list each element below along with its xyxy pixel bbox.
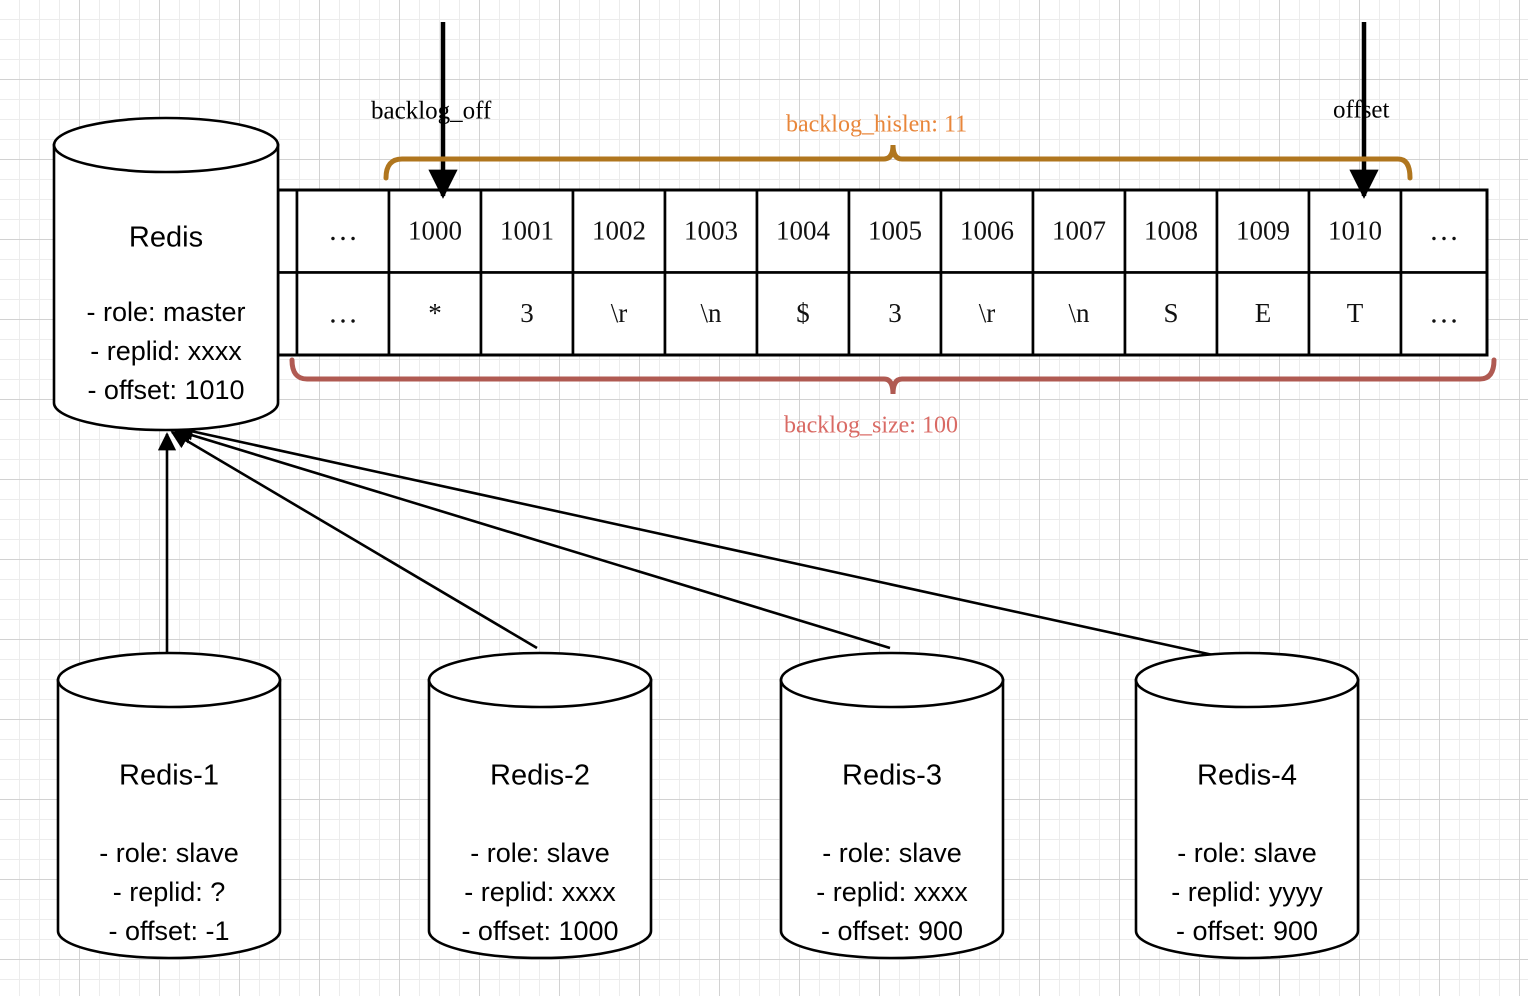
slave-node-redis-4: Redis-4 - role: slave - replid: yyyy - offs… [1134, 651, 1360, 960]
backlog-offset-value: 1002 [592, 215, 646, 245]
node-detail-line: - offset: 1010 [87, 375, 244, 405]
backlog-hislen-brace [383, 144, 1413, 181]
backlog-offset-cell [847, 188, 943, 274]
backlog-offset-value: 1005 [868, 215, 922, 245]
cylinder-body [427, 678, 653, 960]
backlog-hislen-label: backlog_hislen: 11 [786, 112, 967, 138]
backlog-offset-value: 1007 [1052, 215, 1106, 245]
node-detail-line: - replid: xxxx [816, 877, 968, 907]
backlog-offset-value: 1010 [1328, 215, 1382, 245]
backlog-offset-cell [1031, 188, 1127, 274]
backlog-byte-value: \r [611, 298, 628, 328]
cylinder-top [779, 651, 1005, 709]
backlog-offset-value: 1008 [1144, 215, 1198, 245]
backlog-byte-cell [847, 271, 943, 357]
backlog-byte-value: … [328, 297, 358, 330]
node-detail-line: - replid: ? [113, 877, 226, 907]
cylinder-top [56, 651, 282, 709]
cylinder-top [1134, 651, 1360, 709]
backlog-byte-cell [479, 271, 575, 357]
node-detail-line: - replid: xxxx [90, 336, 242, 366]
node-detail-line: - replid: yyyy [1171, 877, 1323, 907]
cylinder-body [779, 678, 1005, 960]
slave-node-redis-2: Redis-2 - role: slave - replid: xxxx - offs… [427, 651, 653, 960]
slave-node-redis-1: Redis-1 - role: slave - replid: ? - offset:… [56, 651, 282, 960]
node-detail-line: - role: slave [1177, 838, 1317, 868]
node-detail-line: - role: master [86, 297, 245, 327]
offset-label: offset [1333, 97, 1390, 124]
backlog-off-label: backlog_off [371, 98, 492, 125]
backlog-byte-value: … [1429, 297, 1459, 330]
cylinder-body [1134, 678, 1360, 960]
backlog-byte-cell [1123, 271, 1219, 357]
backlog-offset-value: … [328, 214, 358, 247]
backlog-offset-cell [479, 188, 575, 274]
node-detail-line: - role: slave [822, 838, 962, 868]
node-title: Redis-4 [1197, 760, 1297, 792]
backlog-offset-value: 1003 [684, 215, 738, 245]
cylinder-top [427, 651, 653, 709]
backlog-byte-value: \n [700, 298, 722, 328]
backlog-size-label: backlog_size: 100 [784, 413, 958, 439]
backlog-byte-cell [387, 271, 483, 357]
backlog-offset-cell [663, 188, 759, 274]
node-title: Redis-2 [490, 760, 590, 792]
node-title: Redis-3 [842, 760, 942, 792]
node-detail-line: - offset: 900 [821, 916, 963, 946]
backlog-byte-value: T [1347, 298, 1364, 328]
backlog-byte-value: $ [796, 298, 810, 328]
backlog-byte-value: S [1163, 298, 1178, 328]
backlog-size-brace [289, 357, 1497, 395]
backlog-offset-value: 1009 [1236, 215, 1290, 245]
node-title: Redis [129, 222, 203, 254]
node-detail-line: - role: slave [470, 838, 610, 868]
backlog-byte-value: 3 [520, 298, 534, 328]
backlog-byte-cell [1031, 271, 1127, 357]
backlog-byte-value: 3 [888, 298, 902, 328]
cylinder-top [52, 116, 280, 174]
arrow-redis-3-to-master [173, 426, 891, 650]
backlog-byte-value: \n [1068, 298, 1090, 328]
backlog-byte-value: E [1255, 298, 1272, 328]
node-detail-line: - offset: 1000 [461, 916, 618, 946]
backlog-byte-cell [295, 271, 391, 357]
backlog-byte-value: * [428, 298, 442, 328]
arrow-redis-2-to-master [170, 430, 538, 650]
arrow-redis-4-to-master [175, 422, 1246, 664]
node-detail-line: - offset: 900 [1176, 916, 1318, 946]
node-detail-line: - offset: -1 [108, 916, 229, 946]
node-title: Redis-1 [119, 760, 219, 792]
backlog-byte-cell [663, 271, 759, 357]
backlog-offset-value: 1000 [408, 215, 462, 245]
node-detail-line: - replid: xxxx [464, 877, 616, 907]
backlog-byte-value: \r [979, 298, 996, 328]
slave-node-redis-3: Redis-3 - role: slave - replid: xxxx - offs… [779, 651, 1005, 960]
cylinder-body [52, 143, 280, 432]
backlog-offset-value: 1001 [500, 215, 554, 245]
cylinder-body [56, 678, 282, 960]
backlog-offset-cell [1399, 188, 1489, 274]
master-node-redis: Redis - role: master - replid: xxxx - offse… [52, 116, 280, 432]
backlog-offset-value: 1004 [776, 215, 831, 245]
backlog-byte-cell [939, 271, 1035, 357]
node-detail-line: - role: slave [99, 838, 239, 868]
backlog-offset-value: 1006 [960, 215, 1014, 245]
backlog-offset-value: … [1429, 214, 1459, 247]
